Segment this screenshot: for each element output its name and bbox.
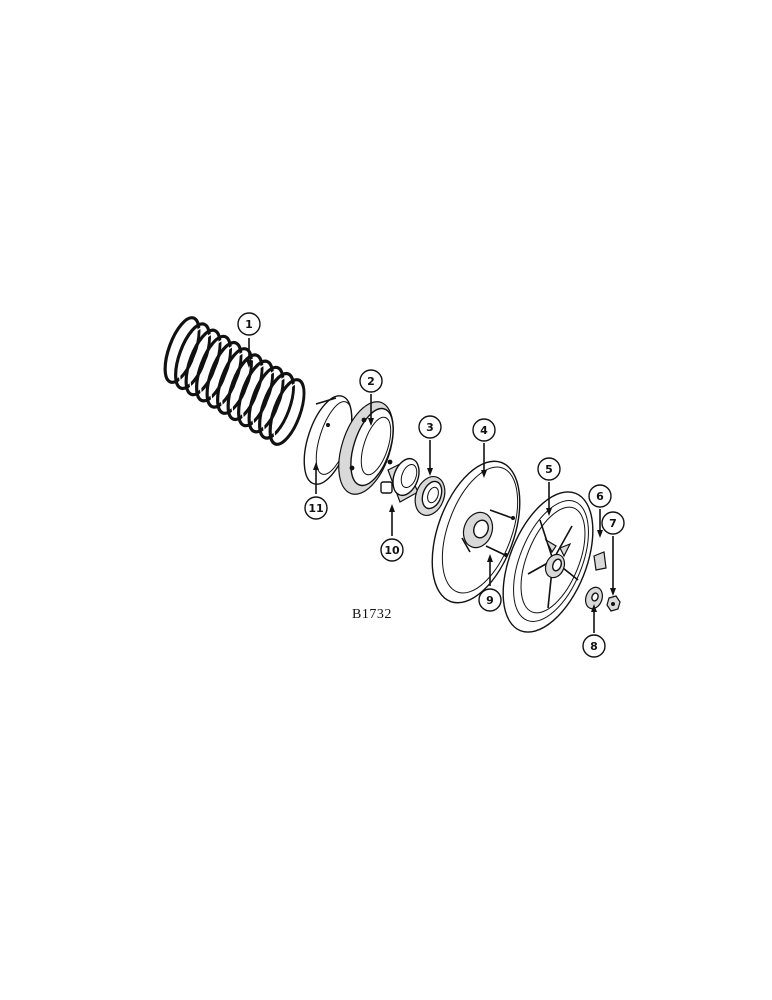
part-3-bearing [414,476,446,516]
part-2-cup-retainer [338,401,394,495]
spring-coil [174,322,211,391]
spring-coil [205,340,243,409]
spring-coil [237,359,274,428]
figure-label: B1732 [352,607,392,622]
callout-7: 7 [601,511,625,535]
svg-text:11: 11 [308,502,323,515]
part-8-washer [584,586,604,610]
spring-coil-highlight [273,382,303,442]
spring-coil [163,316,201,384]
svg-text:7: 7 [609,517,617,530]
svg-text:4: 4 [480,424,488,437]
callout-6: 6 [588,484,612,508]
spring-coil [258,371,295,440]
spring-coil [216,347,253,415]
part-1-spring [163,316,306,446]
callout-10: 10 [380,538,404,562]
part-4-pulley-disc [431,460,521,604]
part-7-nut [606,595,621,612]
spring-coil-highlight [262,376,293,435]
part-5-spoked-pulley [502,491,594,633]
svg-text:10: 10 [384,544,400,557]
svg-text:9: 9 [486,594,494,607]
callout-8: 8 [582,634,606,658]
svg-text:8: 8 [590,640,598,653]
svg-text:5: 5 [545,463,553,476]
callout-2: 2 [359,369,383,393]
callout-4: 4 [472,418,496,442]
spring-coil [226,353,264,422]
svg-text:2: 2 [367,375,375,388]
spring-coil [184,328,222,397]
callout-3: 3 [418,415,442,439]
part-10-bearing-collar [380,457,420,503]
spring-coil [247,365,285,434]
part-6-key [593,551,607,571]
svg-text:3: 3 [426,421,434,434]
svg-text:1: 1 [245,318,253,331]
callout-11: 11 [304,496,328,520]
callout-9: 9 [478,588,502,612]
callout-1: 1 [237,312,261,336]
spring-coil [268,378,306,446]
callout-leaders [246,338,616,633]
spring-coil [195,334,232,403]
svg-text:6: 6 [596,490,604,503]
callout-5: 5 [537,457,561,481]
